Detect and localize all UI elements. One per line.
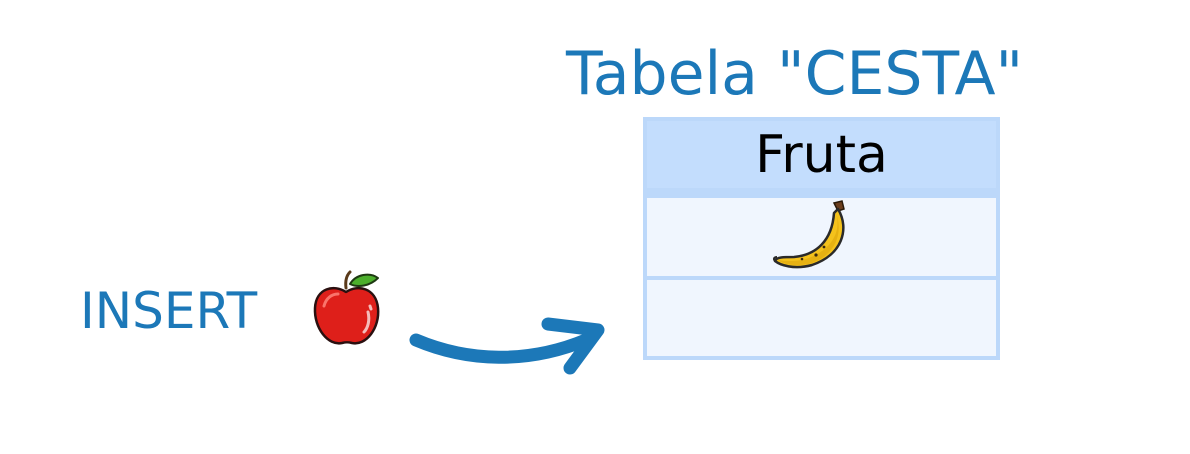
table-row-empty <box>647 280 996 356</box>
banana-icon <box>772 200 845 269</box>
column-header-fruta: Fruta <box>755 124 888 185</box>
table-header-cell: Fruta <box>647 121 996 192</box>
table-row <box>647 198 996 276</box>
apple-icon <box>313 270 380 345</box>
insert-arrow <box>409 317 605 375</box>
cesta-table: Fruta <box>643 117 1000 360</box>
table-title: Tabela "CESTA" <box>566 39 1024 109</box>
insert-label: INSERT <box>80 282 258 340</box>
